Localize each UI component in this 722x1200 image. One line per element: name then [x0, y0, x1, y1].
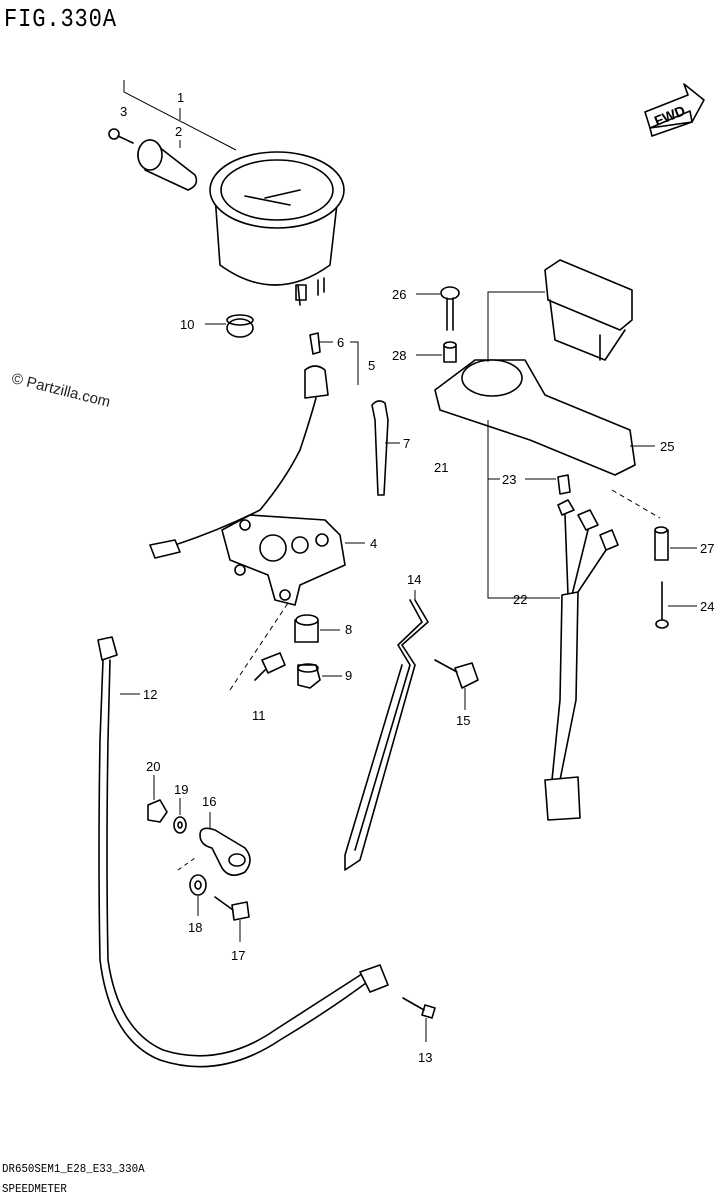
figure-title: FIG.330A [4, 4, 117, 34]
bulb-6 [309, 332, 321, 355]
damper-8 [294, 614, 319, 643]
screw-24 [655, 581, 669, 629]
callout-27: 27 [700, 541, 714, 556]
cable-tie-7 [371, 400, 389, 496]
callout-6: 6 [337, 335, 344, 350]
nut-20 [147, 799, 168, 823]
callout-11: 11 [252, 708, 266, 723]
screw-26 [440, 286, 460, 331]
callout-13: 13 [418, 1050, 432, 1065]
callout-8: 8 [345, 622, 352, 637]
nut-9 [297, 663, 321, 689]
spacer-27 [654, 526, 669, 561]
bolt-15 [434, 659, 479, 689]
callout-12: 12 [143, 687, 157, 702]
callout-5: 5 [368, 358, 375, 373]
callout-20: 20 [146, 759, 160, 774]
callout-2: 2 [175, 124, 182, 139]
callout-9: 9 [345, 668, 352, 683]
fwd-arrow-icon: FWD [644, 83, 705, 137]
bulb-23 [557, 474, 571, 495]
callout-25: 25 [660, 439, 674, 454]
bulb-socket-5 [149, 365, 329, 559]
clamp-16 [199, 827, 251, 876]
screw-3 [108, 128, 134, 144]
cushion-10 [226, 314, 254, 338]
callout-10: 10 [180, 317, 194, 332]
callout-23: 23 [502, 472, 516, 487]
callout-22: 22 [513, 592, 527, 607]
model-code: DR650SEM1_E28_E33_330A [2, 1162, 145, 1176]
callout-14: 14 [407, 572, 421, 587]
indicator-light-25 [434, 259, 636, 476]
harness-22 [544, 499, 619, 821]
callout-24: 24 [700, 599, 714, 614]
section-name: SPEEDMETER [2, 1182, 67, 1196]
speedometer-assembly [209, 151, 345, 306]
callout-15: 15 [456, 713, 470, 728]
callout-26: 26 [392, 287, 406, 302]
speedometer-sleeve [137, 139, 198, 191]
washer-19 [173, 816, 187, 834]
screw-13 [402, 997, 436, 1019]
bracket-4 [221, 514, 346, 606]
washer-18 [189, 874, 207, 896]
callout-3: 3 [120, 104, 127, 119]
callout-16: 16 [202, 794, 216, 809]
bolt-11 [254, 652, 286, 681]
callout-7: 7 [403, 436, 410, 451]
callout-19: 19 [174, 782, 188, 797]
callout-18: 18 [188, 920, 202, 935]
cable-guide-14 [344, 599, 429, 871]
callout-21: 21 [434, 460, 448, 475]
callout-1: 1 [177, 90, 184, 105]
callout-4: 4 [370, 536, 377, 551]
bolt-17 [214, 896, 250, 921]
speedometer-cable-12 [97, 636, 389, 1068]
spacer-28 [443, 341, 457, 363]
callout-28: 28 [392, 348, 406, 363]
callout-17: 17 [231, 948, 245, 963]
